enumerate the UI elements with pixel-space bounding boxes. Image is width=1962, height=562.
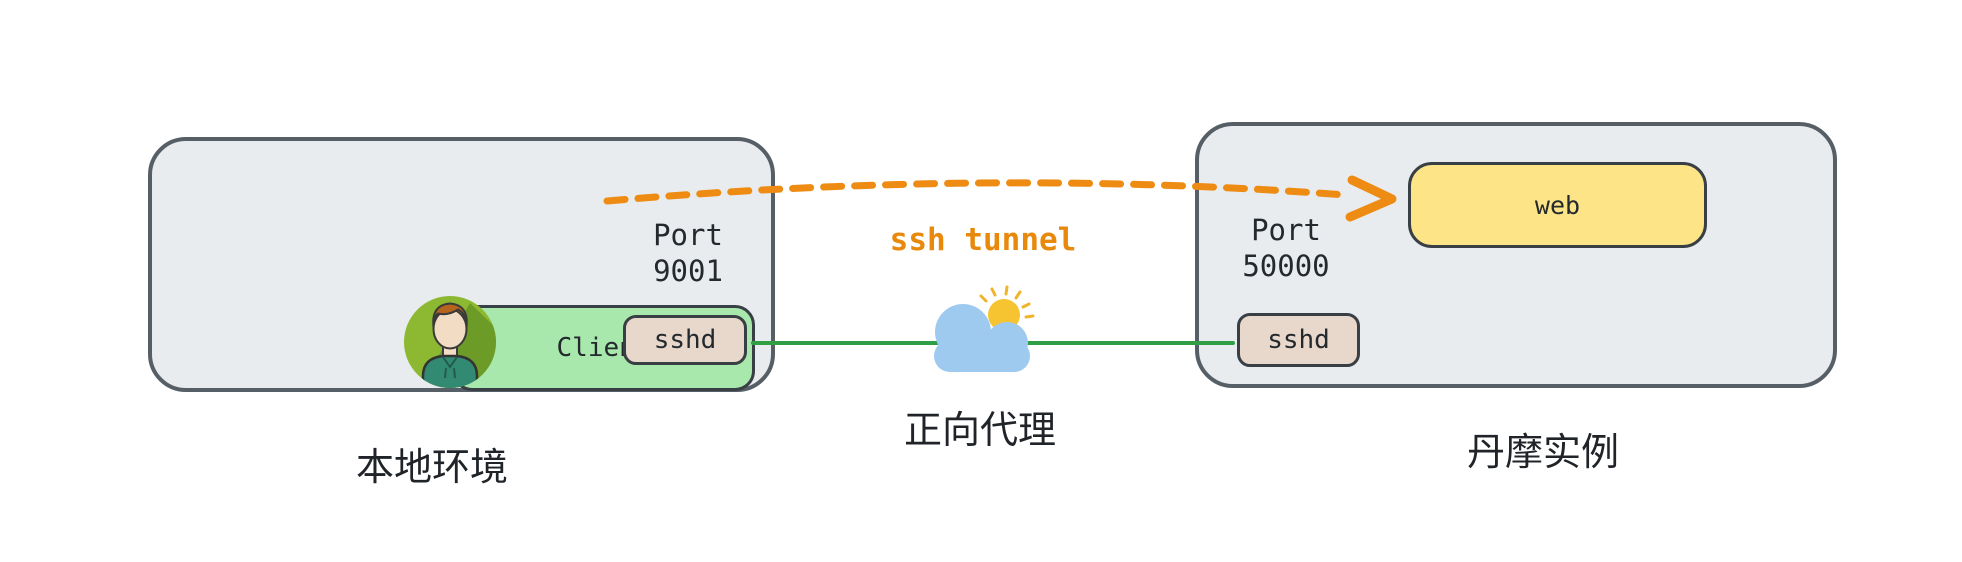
local-port-number: 9001 <box>653 254 723 288</box>
remote-port-annotation: Port 50000 <box>1242 212 1329 284</box>
ssh-tunnel-label: ssh tunnel <box>889 222 1077 258</box>
forward-proxy-caption: 正向代理 <box>903 410 1057 452</box>
local-port-word: Port <box>653 218 723 252</box>
local-port-annotation: Port 9001 <box>653 217 723 289</box>
local-sshd-label: sshd <box>653 325 717 355</box>
remote-port-word: Port <box>1251 213 1321 247</box>
cloud-sun-icon <box>934 285 1035 372</box>
web-node: web <box>1408 162 1707 248</box>
web-node-label: web <box>1534 190 1581 220</box>
damo-instance-caption: 丹摩实例 <box>1466 432 1620 474</box>
local-sshd-node: sshd <box>623 315 747 365</box>
remote-sshd-label: sshd <box>1267 325 1330 355</box>
local-environment-caption: 本地环境 <box>355 447 509 489</box>
remote-sshd-node: sshd <box>1237 313 1360 367</box>
remote-port-number: 50000 <box>1242 249 1330 283</box>
